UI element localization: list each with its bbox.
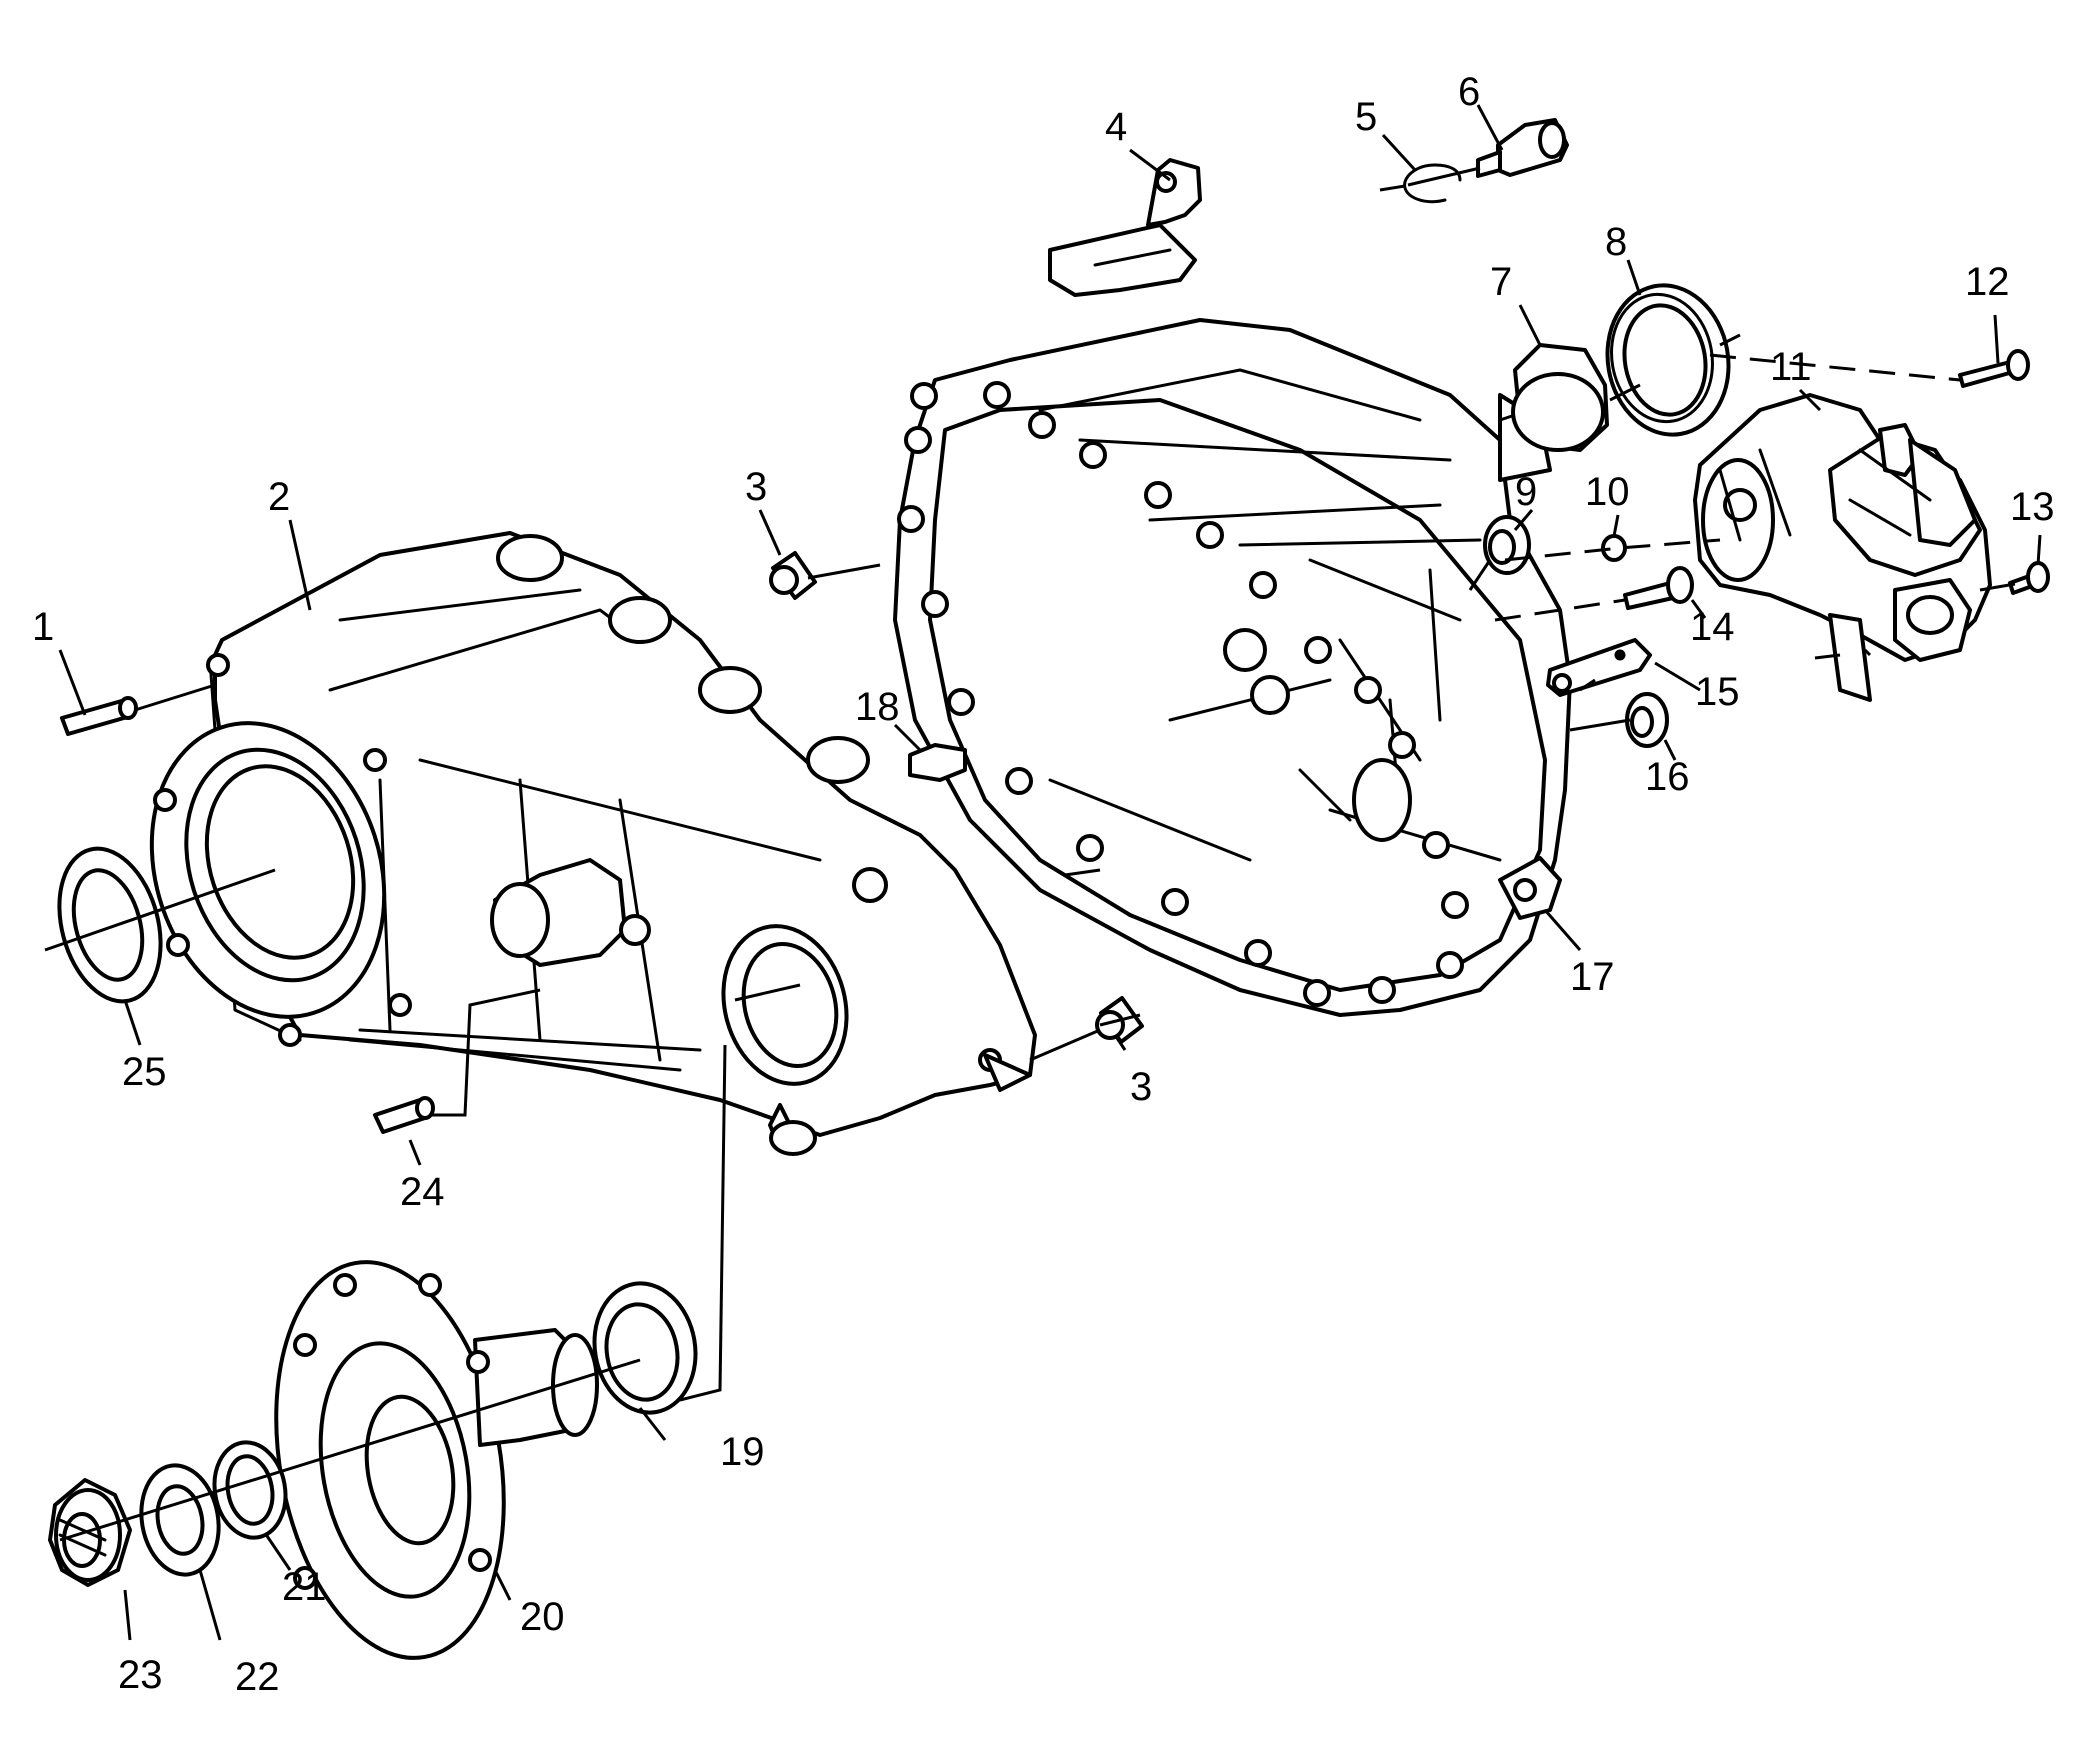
- callout-1: 1: [32, 605, 54, 649]
- callout-5: 5: [1355, 95, 1377, 139]
- callout-3-upper: 3: [745, 465, 767, 509]
- leader-lines: [58, 104, 2042, 1641]
- callout-12: 12: [1965, 260, 2010, 304]
- callout-6: 6: [1458, 70, 1480, 114]
- callout-16: 16: [1645, 755, 1690, 799]
- assembly-lines: [44, 166, 2016, 1542]
- bolt-14: [1623, 566, 1694, 610]
- callout-23: 23: [118, 1653, 163, 1697]
- snap-ring: [1403, 163, 1462, 204]
- encoder-motor: [1693, 393, 1992, 702]
- plug-16: [1625, 692, 1669, 748]
- callout-18: 18: [855, 685, 900, 729]
- magnet: [908, 743, 967, 782]
- callout-7: 7: [1490, 260, 1512, 304]
- bolt-12: [1958, 349, 2030, 388]
- callout-10: 10: [1585, 470, 1630, 514]
- bearing-cup: [1511, 343, 1609, 452]
- stud-24: [373, 1096, 435, 1134]
- callout-14: 14: [1690, 605, 1735, 649]
- callout-17: 17: [1570, 955, 1615, 999]
- callout-15: 15: [1695, 670, 1740, 714]
- callout-22: 22: [235, 1655, 280, 1699]
- callout-21: 21: [282, 1565, 327, 1609]
- callout-labels: 1 2 3 3 4 5 6 7 8 9 10 11 12 13 14 15 16…: [32, 70, 2055, 1699]
- front-case: [149, 531, 1037, 1156]
- callout-11: 11: [1770, 345, 1812, 389]
- callout-9: 9: [1515, 470, 1537, 514]
- callout-4: 4: [1105, 105, 1127, 149]
- rear-case: [893, 318, 1572, 1017]
- speed-sensor: [1476, 118, 1569, 178]
- flange-washer: [139, 1463, 221, 1577]
- callout-19: 19: [720, 1430, 765, 1474]
- callout-24: 24: [400, 1170, 445, 1214]
- callout-13: 13: [2010, 485, 2055, 529]
- plug-9: [1483, 515, 1531, 575]
- callout-20: 20: [520, 1595, 565, 1639]
- bracket: [1048, 158, 1202, 297]
- flange-seal: [212, 1440, 288, 1540]
- callout-3-lower: 3: [1130, 1065, 1152, 1109]
- front-output-seal: [592, 1281, 698, 1415]
- clip-15: [1546, 638, 1652, 697]
- flange-nut: [48, 1478, 132, 1587]
- stud-1: [60, 696, 138, 736]
- callout-25: 25: [122, 1050, 167, 1094]
- output-seal-rear: [1605, 283, 1731, 437]
- callout-2: 2: [268, 475, 290, 519]
- callout-8: 8: [1605, 220, 1627, 264]
- dowel-pin-upper: [769, 551, 817, 600]
- bolt-13: [2008, 561, 2050, 595]
